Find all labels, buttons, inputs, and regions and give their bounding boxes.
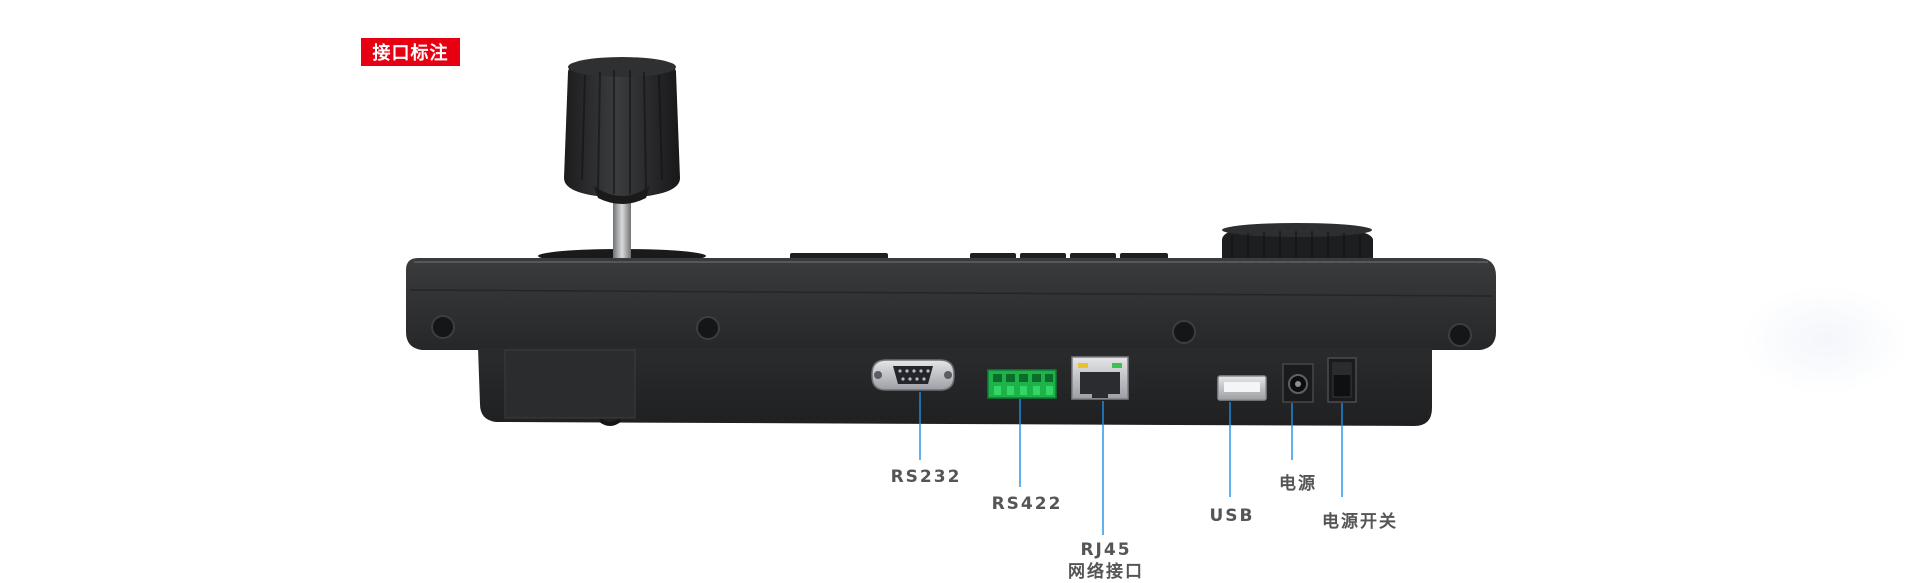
rj45-label: RJ45 [1080, 540, 1132, 560]
leader-lines [919, 392, 1343, 535]
joystick [538, 57, 706, 263]
rj45-sublabel: 网络接口 [1068, 562, 1144, 582]
power-label: 电源 [1279, 474, 1317, 494]
rocker-switch-icon [1327, 357, 1357, 403]
screw-holes [431, 315, 1472, 347]
power-switch-label: 电源开关 [1322, 512, 1398, 532]
rs232-db9-serial-port-icon [871, 359, 955, 391]
rs232-label: RS232 [890, 467, 962, 487]
device-top-shell [406, 258, 1496, 350]
usb-label: USB [1209, 506, 1255, 526]
device-rear-panel [478, 348, 1432, 426]
rs422-label: RS422 [991, 494, 1063, 514]
rj45-label-group: RJ45 网络接口 [1068, 539, 1144, 583]
page-title-badge: 接口标注 [361, 38, 460, 66]
dc-power-jack-icon [1282, 363, 1314, 403]
background-glow [1740, 285, 1910, 395]
rs422-terminal-block-icon [987, 369, 1057, 399]
rj45-ethernet-port-icon [1071, 356, 1129, 400]
jog-wheel [1222, 223, 1373, 262]
usb-port-icon [1217, 375, 1267, 401]
